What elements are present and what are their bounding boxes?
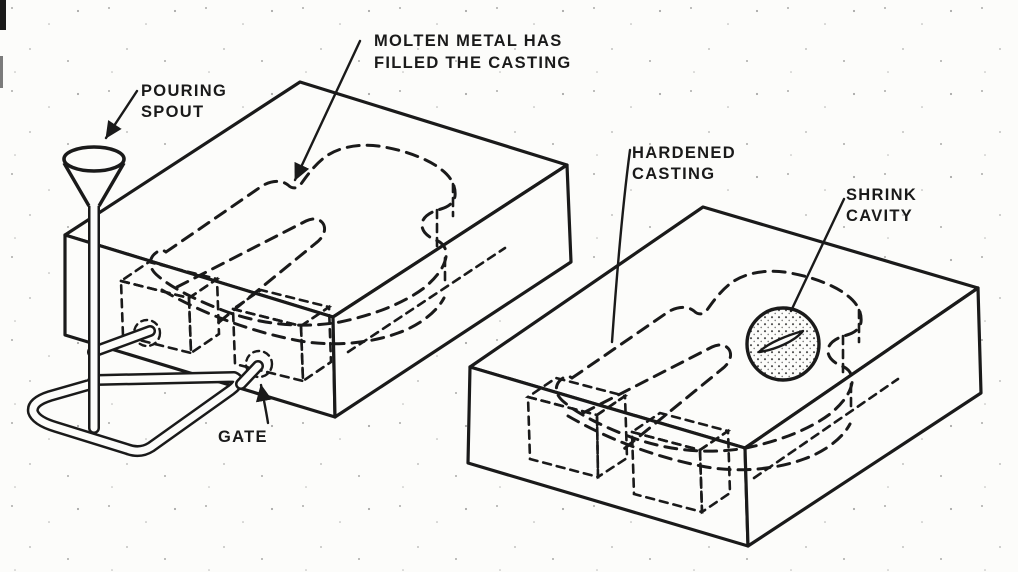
left-gate-boss-1: [117, 260, 221, 356]
casting-end-depth-lines: [435, 182, 455, 284]
label-gate-text: GATE: [218, 428, 268, 446]
label-shrink-cavity-line2: CAVITY: [846, 207, 913, 225]
label-gate: GATE: [218, 428, 268, 446]
label-hardened-casting: HARDENED CASTING: [632, 144, 736, 183]
casting-end-depth-lines: [841, 308, 861, 410]
molten-casting-outline: [148, 143, 507, 354]
label-molten-metal: MOLTEN METAL HAS FILLED THE CASTING: [374, 32, 572, 72]
pouring-spout-funnel: [62, 145, 126, 207]
label-hardened-casting-line1: HARDENED: [632, 144, 736, 162]
label-molten-metal-line2: FILLED THE CASTING: [374, 54, 572, 72]
gate-hole-1: [132, 318, 162, 348]
casting-bottom-edge: [566, 414, 852, 472]
leader-hardened-casting: [610, 148, 632, 344]
parting-line: [346, 246, 507, 354]
right-gate-boss-2: [628, 411, 732, 515]
left-mold: [63, 80, 573, 419]
scan-edge-artifacts: [0, 0, 6, 88]
gate-tubes: [87, 325, 264, 390]
right-mold: [466, 205, 983, 548]
gating-system: [26, 145, 264, 458]
leader-gate: [255, 383, 272, 425]
label-shrink-cavity: SHRINK CAVITY: [846, 186, 917, 225]
label-shrink-cavity-line1: SHRINK: [846, 186, 917, 204]
leader-pouring-spout: [104, 89, 139, 140]
hardened-casting-outline: [554, 269, 863, 472]
label-hardened-casting-line2: CASTING: [632, 165, 715, 183]
label-pouring-spout: POURING SPOUT: [141, 82, 227, 121]
leader-molten-metal: [293, 39, 362, 182]
casting-core-slot: [175, 217, 327, 329]
casting-bottom-edge: [160, 288, 446, 346]
shrink-cavity-void: [757, 329, 805, 354]
parting-line: [752, 377, 900, 480]
callouts: POURING SPOUT MOLTEN METAL HAS FILLED TH…: [104, 32, 917, 446]
label-pouring-spout-line1: POURING: [141, 82, 227, 100]
shrink-cavity-detail: [745, 306, 821, 382]
gate-hole-2: [244, 349, 274, 379]
leader-shrink-cavity: [789, 197, 846, 313]
label-molten-metal-line1: MOLTEN METAL HAS: [374, 32, 563, 50]
label-pouring-spout-line2: SPOUT: [141, 103, 204, 121]
left-gate-boss-2: [229, 288, 333, 384]
casting-core-slot: [581, 343, 733, 455]
right-gate-boss-1: [524, 376, 629, 480]
